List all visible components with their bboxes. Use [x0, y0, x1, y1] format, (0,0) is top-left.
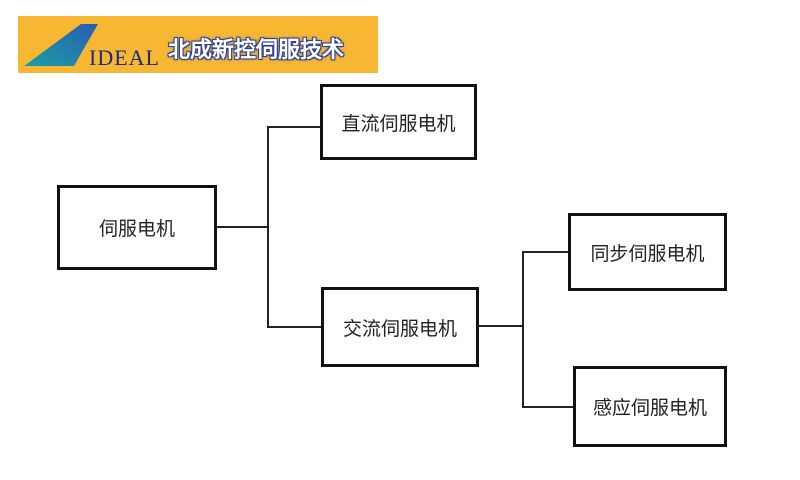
connector	[267, 326, 322, 328]
node-dc-servo-motor: 直流伺服电机	[320, 84, 477, 160]
connector	[267, 126, 321, 128]
logo-brand-text: IDEAL	[89, 45, 160, 70]
connector	[522, 406, 574, 408]
node-sync-servo-motor: 同步伺服电机	[568, 213, 727, 291]
logo-wing-icon	[24, 24, 98, 66]
connector	[522, 251, 569, 253]
node-ac-servo-motor: 交流伺服电机	[321, 287, 479, 367]
node-induction-servo-motor: 感应伺服电机	[573, 366, 727, 447]
company-logo: IDEAL 北成新控伺服技术	[18, 16, 378, 73]
logo-company-name: 北成新控伺服技术	[168, 38, 345, 63]
node-servo-motor: 伺服电机	[57, 185, 217, 270]
connector	[477, 325, 524, 327]
connector	[522, 251, 524, 408]
connector	[215, 226, 268, 228]
connector	[267, 126, 269, 328]
